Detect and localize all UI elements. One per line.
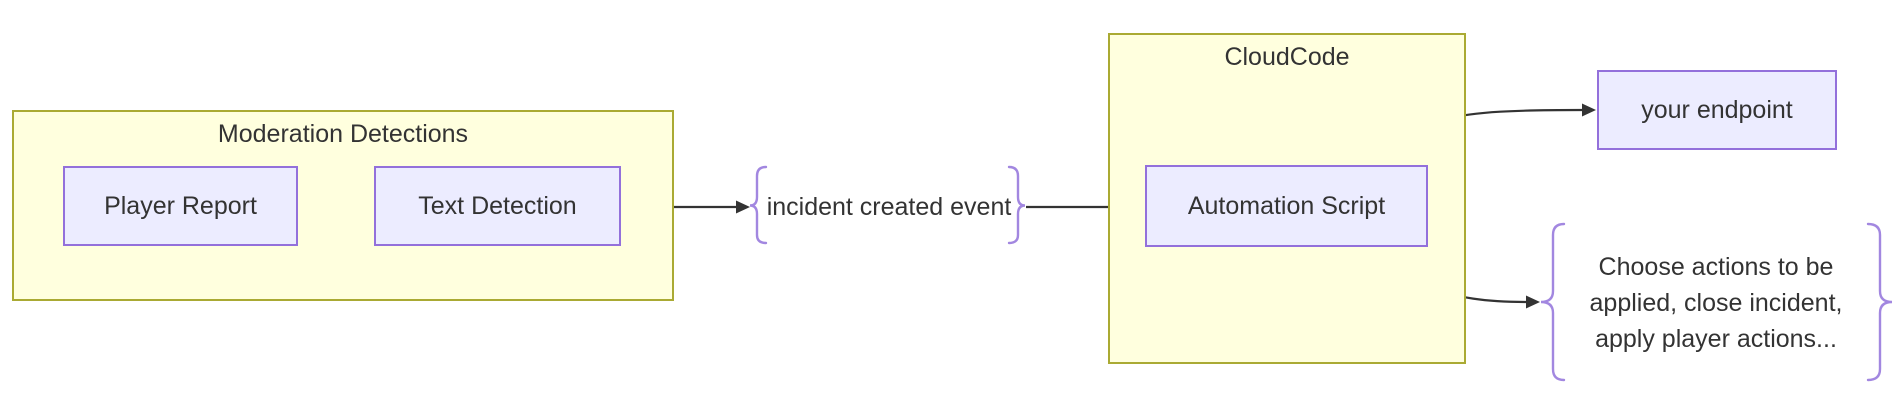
- label-line: apply player actions...: [1595, 325, 1837, 353]
- brace-left-icon: [749, 165, 768, 245]
- label-choose-actions: Choose actions to be applied, close inci…: [1565, 249, 1867, 357]
- brace-left-icon: [1540, 222, 1566, 382]
- arrowhead-icon: [1526, 295, 1540, 309]
- arrowhead-icon: [1582, 103, 1596, 117]
- brace-right-icon: [1866, 222, 1893, 382]
- node-label: Automation Script: [1187, 191, 1386, 220]
- node-player-report: Player Report: [63, 166, 298, 246]
- node-label: your endpoint: [1641, 95, 1793, 124]
- node-label: Text Detection: [418, 191, 577, 220]
- node-text-detection: Text Detection: [374, 166, 621, 246]
- label-line: Choose actions to be: [1598, 253, 1834, 281]
- node-label: Player Report: [104, 191, 257, 220]
- cluster-title: Moderation Detections: [217, 120, 469, 148]
- label-line: applied, close incident,: [1589, 289, 1843, 317]
- node-automation-script: Automation Script: [1145, 165, 1428, 247]
- brace-right-icon: [1007, 165, 1026, 245]
- label-incident-created-event: incident created event: [766, 193, 1012, 221]
- arrowhead-icon: [736, 200, 750, 214]
- cluster-title: CloudCode: [1224, 43, 1350, 71]
- node-your-endpoint: your endpoint: [1597, 70, 1837, 150]
